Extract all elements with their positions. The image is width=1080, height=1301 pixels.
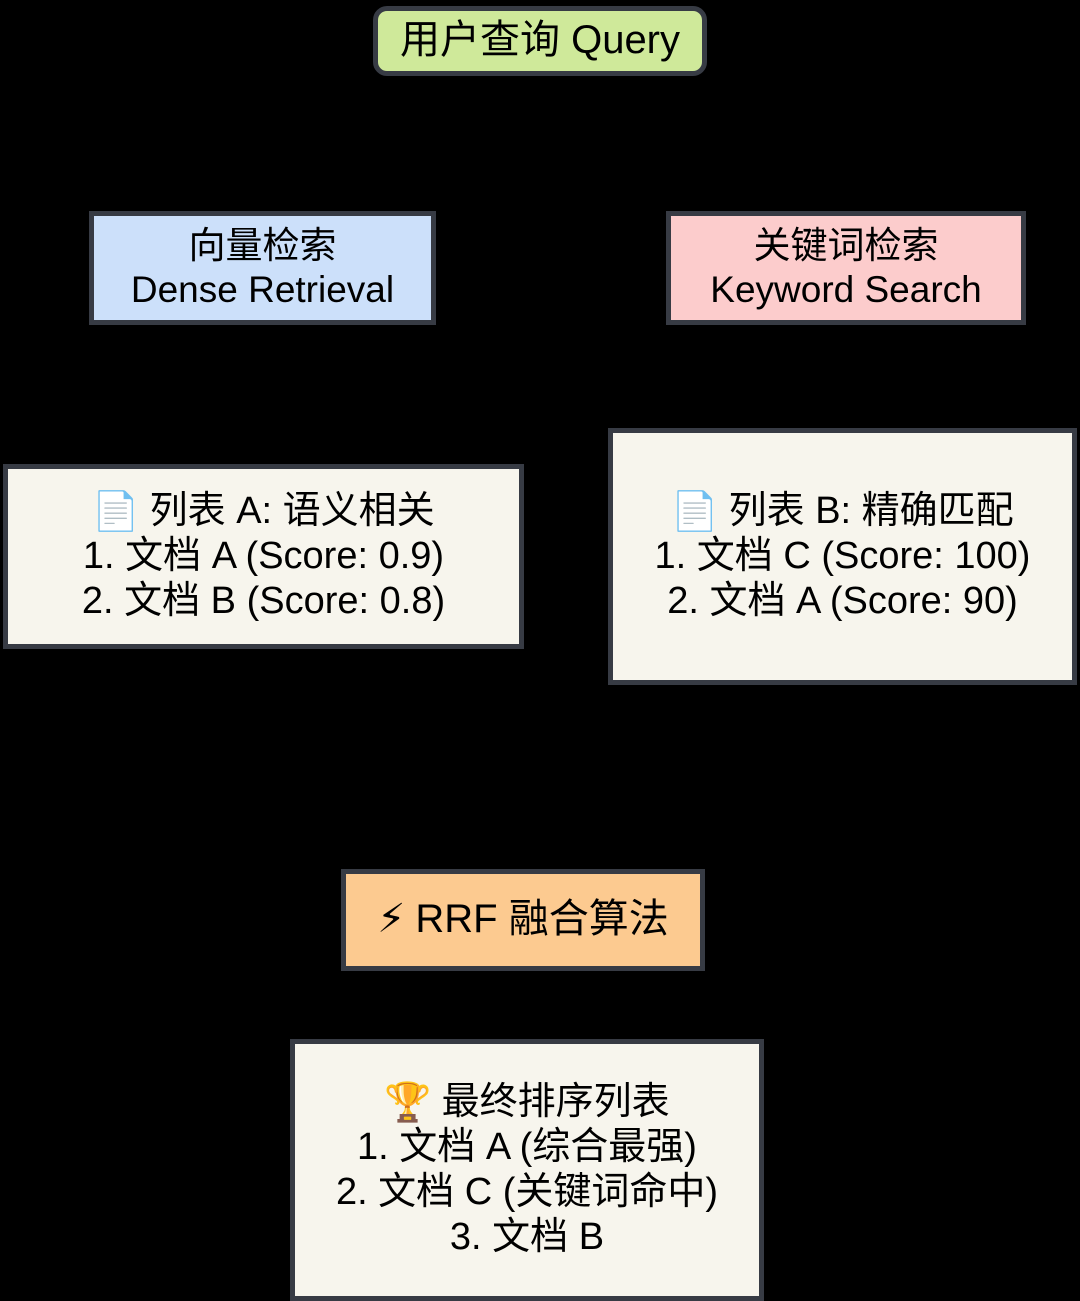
edge-list-b-to-rrf <box>518 685 845 865</box>
node-user-query[interactable]: 用户查询 Query <box>373 6 707 76</box>
node-list-a-item-2: 2. 文档 B (Score: 0.8) <box>81 579 446 622</box>
node-final-ranked-list-title-row: 🏆 最终排序列表 <box>384 1080 669 1125</box>
node-list-b-title-row: 📄 列表 B: 精确匹配 <box>671 489 1013 534</box>
node-keyword-search-label-cn: 关键词检索 <box>753 225 939 267</box>
document-icon: 📄 <box>671 489 719 534</box>
node-list-b-item-1: 1. 文档 C (Score: 100) <box>654 535 1031 578</box>
edge-keyword-to-list-b <box>839 325 849 424</box>
node-final-ranked-list-item-3: 3. 文档 B <box>449 1215 605 1258</box>
node-list-a-title: 列表 A: 语义相关 <box>149 490 435 533</box>
edge-list-a-to-rrf <box>260 649 528 865</box>
node-rrf-fusion[interactable]: ⚡ RRF 融合算法 <box>341 869 705 971</box>
node-dense-retrieval-label-cn: 向量检索 <box>188 225 337 267</box>
node-list-b[interactable]: 📄 列表 B: 精确匹配 1. 文档 C (Score: 100) 2. 文档 … <box>608 428 1077 685</box>
node-final-ranked-list[interactable]: 🏆 最终排序列表 1. 文档 A (综合最强) 2. 文档 C (关键词命中) … <box>290 1039 764 1301</box>
node-list-b-title: 列表 B: 精确匹配 <box>728 490 1014 533</box>
node-final-ranked-list-item-2: 2. 文档 C (关键词命中) <box>335 1171 719 1213</box>
edge-query-to-keyword <box>538 76 851 207</box>
node-dense-retrieval-label-en: Dense Retrieval <box>130 269 395 310</box>
node-rrf-fusion-row: ⚡ RRF 融合算法 <box>377 896 668 943</box>
node-final-ranked-list-title: 最终排序列表 <box>441 1081 670 1124</box>
node-rrf-fusion-label: RRF 融合算法 <box>415 897 669 942</box>
trophy-icon: 🏆 <box>384 1080 432 1125</box>
document-icon: 📄 <box>92 489 140 534</box>
node-list-b-item-2: 2. 文档 A (Score: 90) <box>667 579 1018 622</box>
node-user-query-label: 用户查询 Query <box>399 18 681 63</box>
node-final-ranked-list-item-1: 1. 文档 A (综合最强) <box>357 1126 697 1169</box>
node-keyword-search[interactable]: 关键词检索 Keyword Search <box>666 211 1026 325</box>
node-list-a-item-1: 1. 文档 A (Score: 0.9) <box>82 535 445 578</box>
lightning-bolt-icon: ⚡ <box>377 896 406 943</box>
node-dense-retrieval[interactable]: 向量检索 Dense Retrieval <box>89 211 436 325</box>
node-list-a[interactable]: 📄 列表 A: 语义相关 1. 文档 A (Score: 0.9) 2. 文档 … <box>3 464 524 649</box>
edge-query-to-dense <box>257 76 542 207</box>
node-keyword-search-label-en: Keyword Search <box>710 269 982 310</box>
node-list-a-title-row: 📄 列表 A: 语义相关 <box>92 489 434 534</box>
